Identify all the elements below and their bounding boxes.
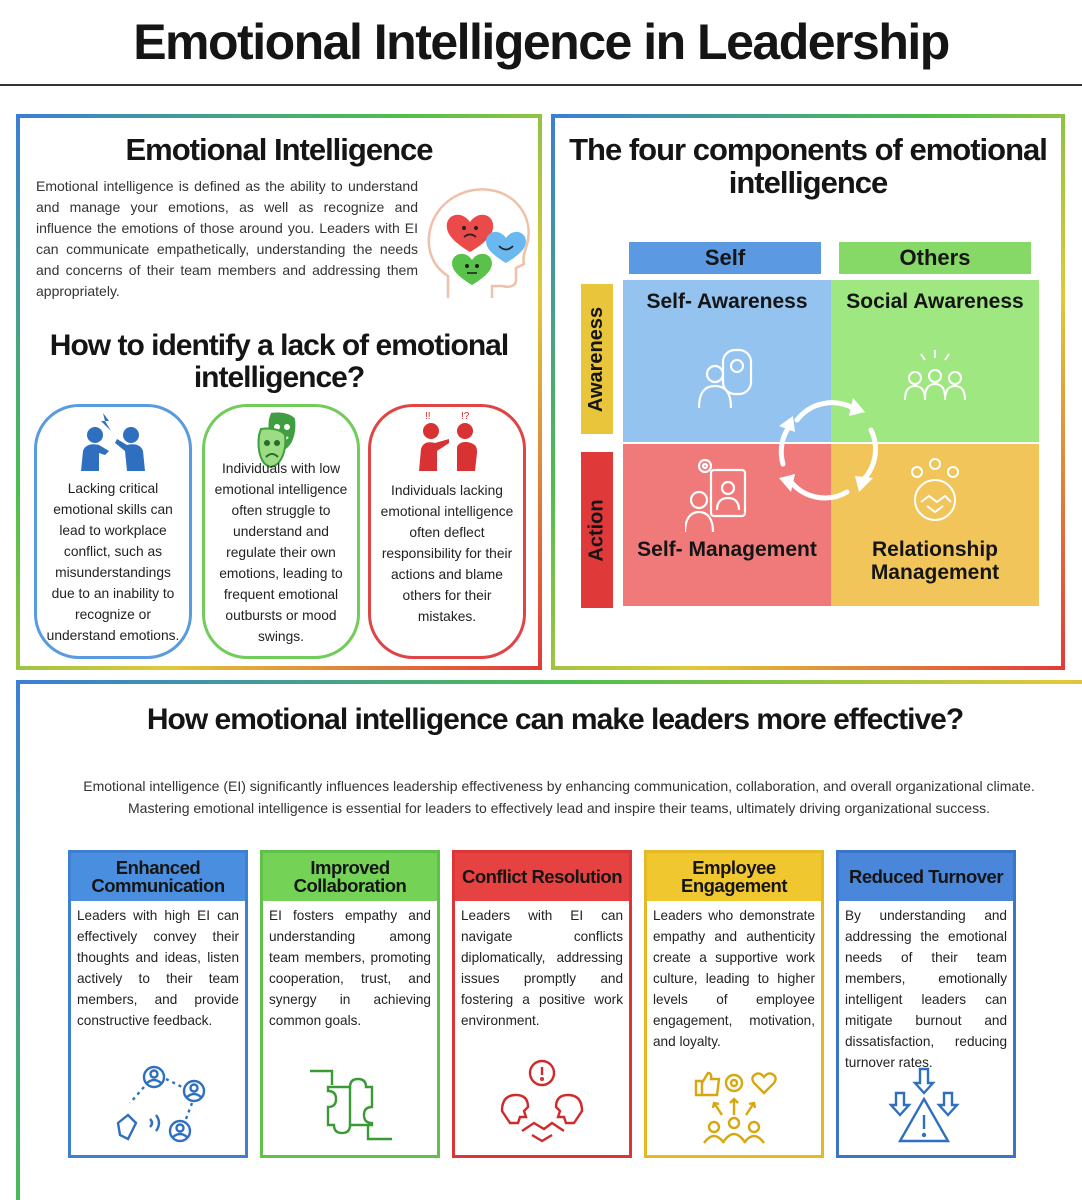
quadrant-social-awareness: Social Awareness (831, 280, 1039, 442)
header-bar: Emotional Intelligence in Leadership (0, 0, 1082, 86)
benefit-title: Improved Collaboration (263, 853, 437, 901)
drama-masks-icon (257, 412, 296, 469)
column-header-others: Others (839, 242, 1031, 274)
communication-network-icon (116, 1065, 206, 1143)
quadrant-label: Self- Awareness (646, 290, 808, 313)
quadrant-self-awareness: Self- Awareness (623, 280, 831, 442)
quadrant-self-management: Self- Management (623, 444, 831, 606)
lack-ei-title: How to identify a lack of emotional inte… (49, 329, 509, 394)
lack-card-text: Individuals lacking emotional intelligen… (380, 483, 514, 624)
benefit-text: By understanding and addressing the emot… (845, 908, 1007, 1071)
four-components-panel: The four components of emotional intelli… (551, 114, 1065, 670)
four-components-title: The four components of emotional intelli… (569, 132, 1048, 200)
lack-card-mood: Individuals with low emotional intellige… (202, 404, 360, 659)
benefit-title: Conflict Resolution (455, 853, 629, 901)
lack-card-text: Individuals with low emotional intellige… (214, 461, 348, 644)
mirror-person-icon (697, 348, 753, 409)
quadrant-label: Relationship Management (870, 538, 1000, 585)
quadrant-label: Social Awareness (846, 290, 1024, 313)
conflict-handshake-icon (500, 1059, 584, 1143)
lack-card-conflict: Lacking critical emotional skills can le… (34, 404, 192, 659)
quadrant-label: Self- Management (637, 538, 817, 561)
benefit-text: Leaders who demonstrate empathy and auth… (653, 908, 815, 1050)
effective-intro: Emotional intelligence (EI) significantl… (83, 778, 1035, 816)
engagement-team-icon (694, 1071, 777, 1144)
benefit-text: EI fosters empathy and understanding amo… (269, 908, 431, 1029)
benefit-title: Enhanced Communication (71, 853, 245, 901)
arguing-people-icon (81, 413, 145, 471)
benefit-text: Leaders with EI can navigate conflicts d… (461, 908, 623, 1029)
page-title: Emotional Intelligence in Leadership (133, 14, 950, 70)
benefit-title: Reduced Turnover (839, 853, 1013, 901)
benefit-improved-collaboration: Improved Collaboration EI fosters empath… (260, 850, 440, 1158)
benefit-reduced-turnover: Reduced Turnover By understanding and ad… (836, 850, 1016, 1158)
ei-definition: Emotional intelligence is defined as the… (36, 178, 418, 299)
quadrant-relationship-management: Relationship Management (831, 444, 1039, 606)
row-header-action: Action (581, 452, 613, 608)
lack-card-text: Lacking critical emotional skills can le… (46, 481, 180, 643)
self-management-icon (685, 458, 747, 533)
svg-text:!!: !! (425, 411, 431, 422)
ei-title: Emotional Intelligence (125, 132, 434, 167)
effective-leaders-panel: How emotional intelligence can make lead… (16, 680, 1082, 1200)
row-label-awareness: Awareness (585, 306, 608, 412)
puzzle-hands-icon (310, 1069, 392, 1141)
blaming-people-icon: !! !? (419, 411, 477, 471)
svg-text:!?: !? (461, 411, 470, 422)
emotional-intelligence-panel: Emotional Intelligence Emotional intelli… (16, 114, 542, 670)
benefit-title: Employee Engagement (647, 853, 821, 901)
effective-title: How emotional intelligence can make lead… (146, 703, 964, 736)
benefit-conflict-resolution: Conflict Resolution Leaders with EI can … (452, 850, 632, 1158)
benefit-text: Leaders with high EI can effectively con… (77, 908, 239, 1029)
benefit-enhanced-communication: Enhanced Communication Leaders with high… (68, 850, 248, 1158)
team-handshake-icon (911, 458, 959, 521)
turnover-warning-icon (888, 1067, 960, 1143)
group-people-icon (904, 350, 966, 401)
benefit-employee-engagement: Employee Engagement Leaders who demonstr… (644, 850, 824, 1158)
row-header-awareness: Awareness (581, 284, 613, 434)
lack-card-blame: !! !? Individuals lacking emotional inte… (368, 404, 526, 659)
row-label-action: Action (585, 498, 608, 562)
head-hearts-icon (427, 188, 530, 298)
column-header-self: Self (629, 242, 821, 274)
cycle-arrows-icon (778, 398, 878, 501)
